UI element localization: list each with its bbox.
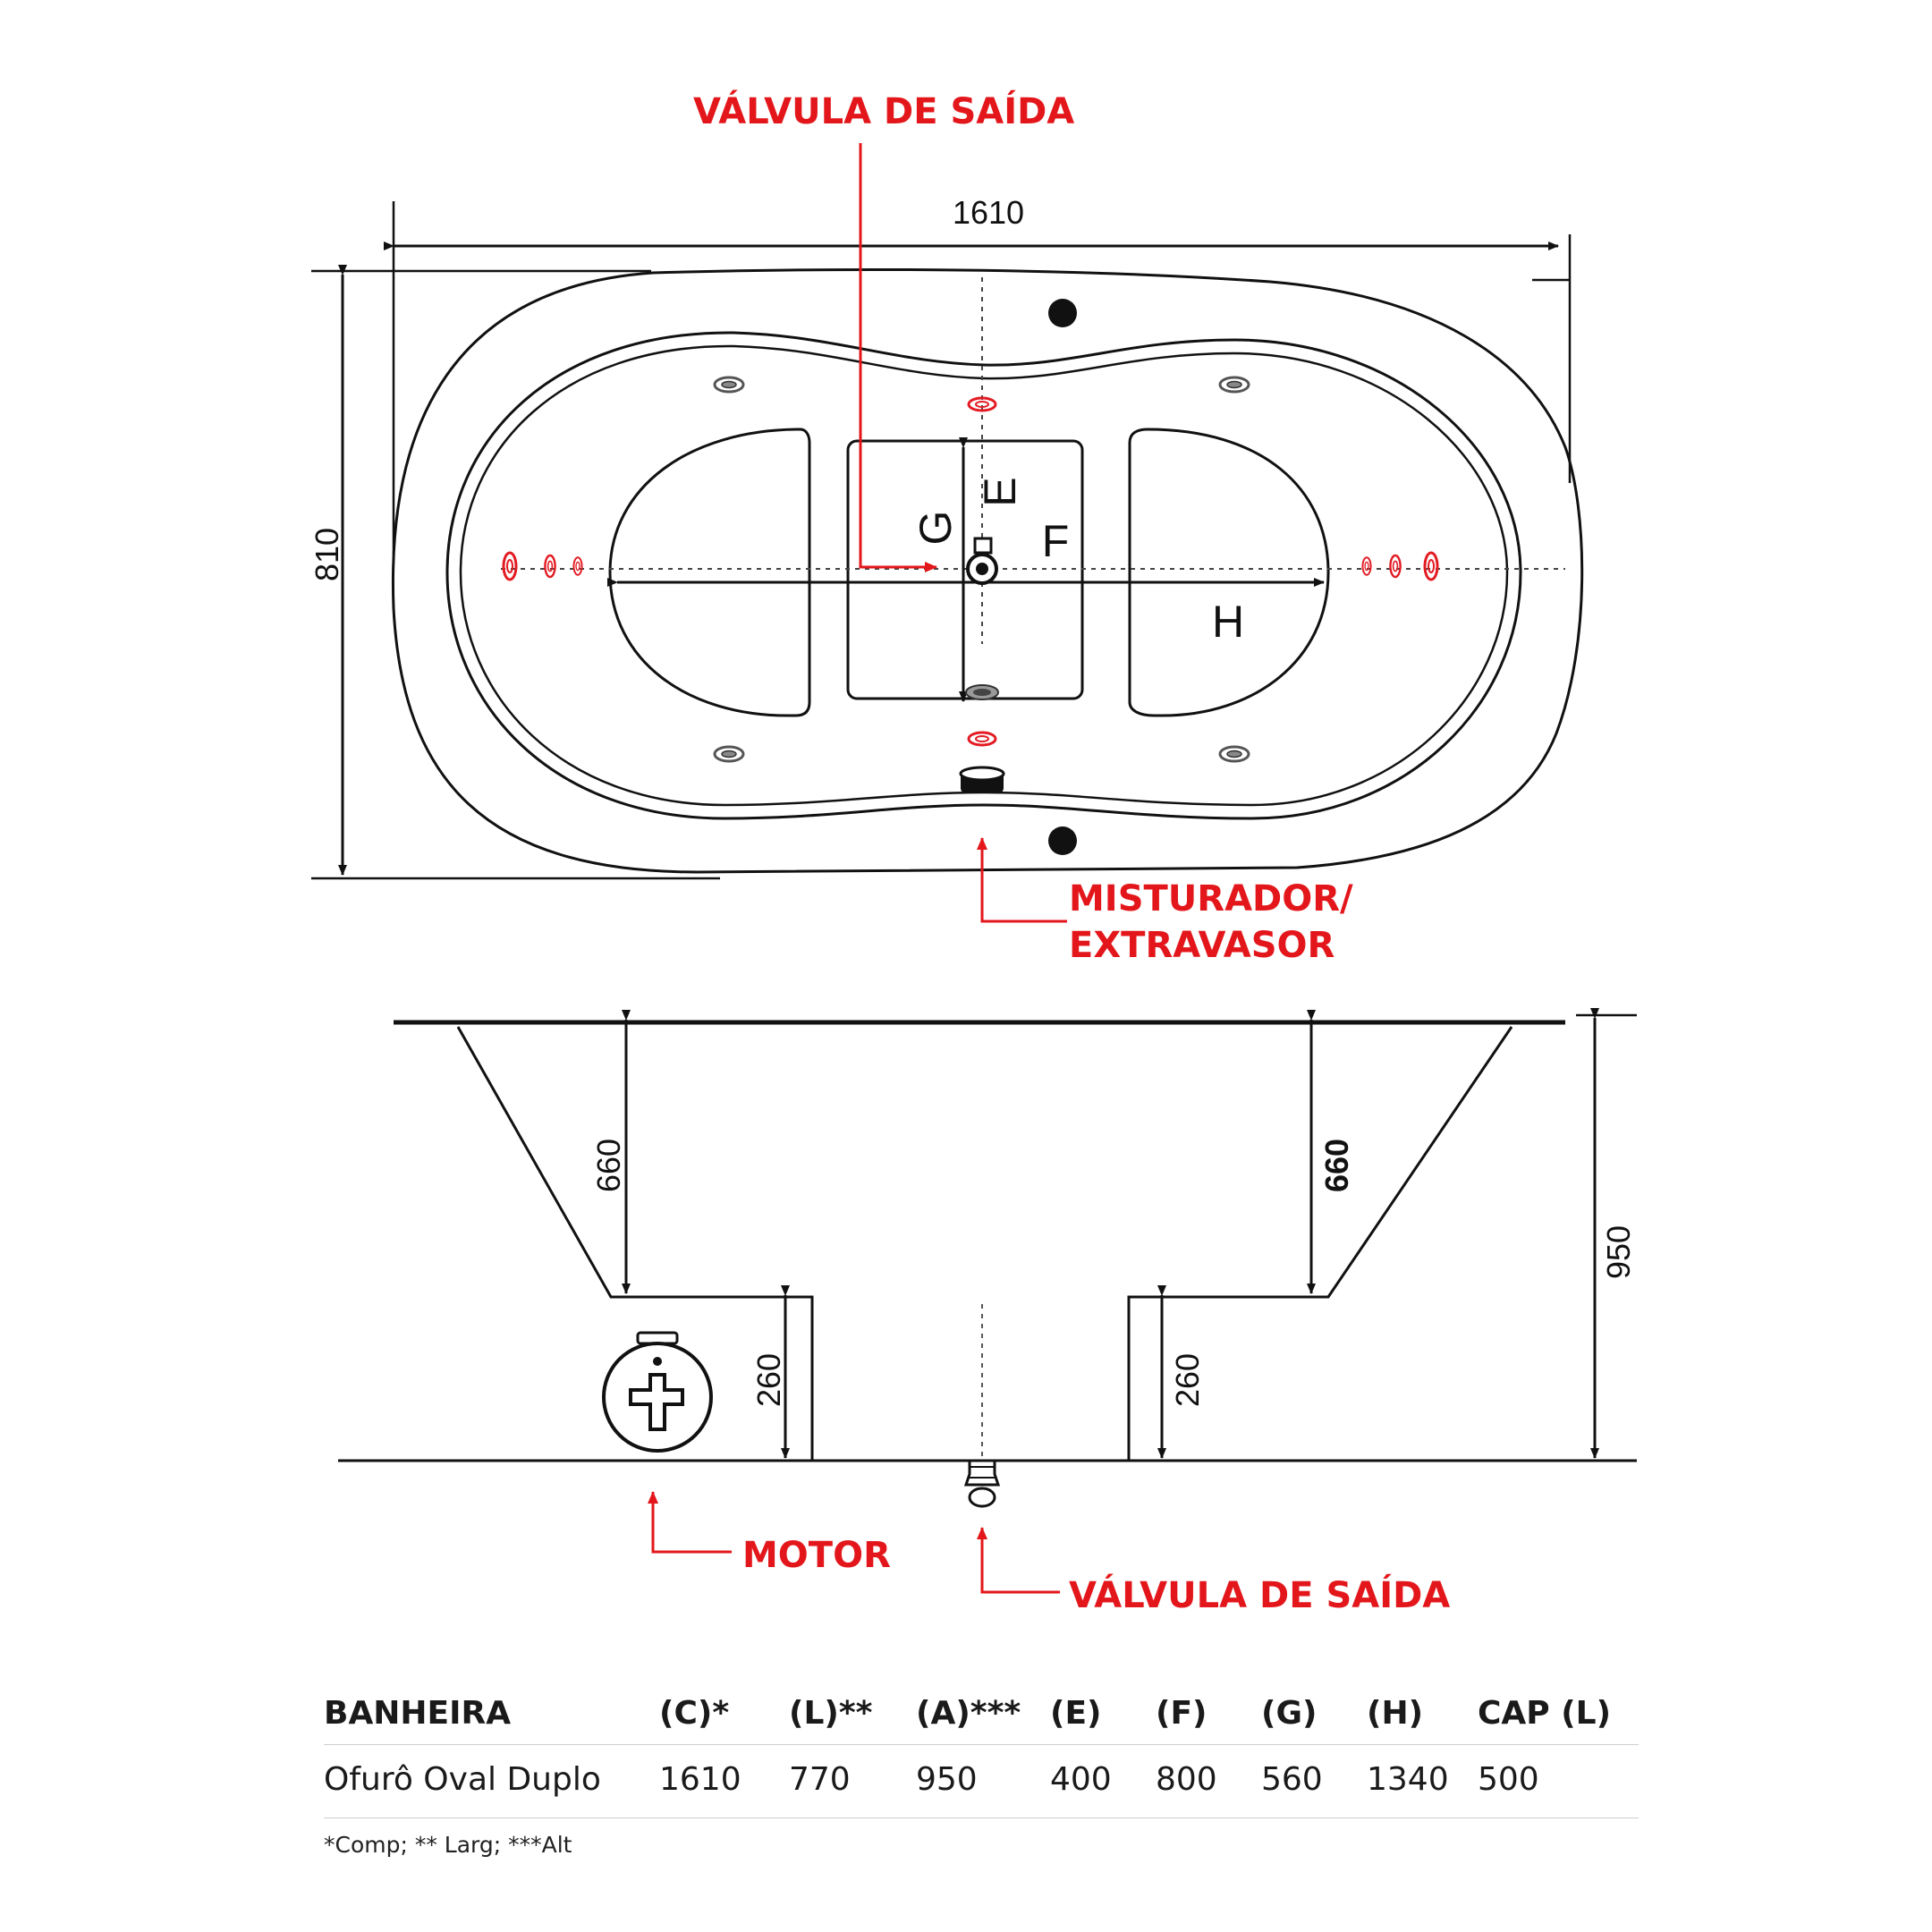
callout-motor: MOTOR bbox=[742, 1535, 891, 1576]
dim-height-value: 950 bbox=[1600, 1225, 1637, 1279]
label-h: H bbox=[1212, 597, 1244, 647]
suction-grid-icon bbox=[965, 684, 999, 700]
headrest-left bbox=[608, 428, 811, 717]
cell-model: Ofurô Oval Duplo bbox=[324, 1744, 659, 1818]
dim-width-value: 810 bbox=[309, 528, 345, 581]
col-banheira: BANHEIRA bbox=[324, 1695, 512, 1732]
knob-bottom bbox=[1048, 826, 1077, 855]
top-view: E F G H bbox=[309, 194, 1584, 880]
tub-outer-rim bbox=[391, 267, 1584, 874]
knob-top bbox=[1048, 299, 1077, 327]
cell-e: 400 bbox=[1050, 1744, 1156, 1818]
drain-valve-icon bbox=[966, 537, 998, 585]
col-g: (G) bbox=[1261, 1695, 1318, 1732]
callouts: VÁLVULA DE SAÍDA MISTURADOR/ EXTRAVASOR … bbox=[648, 89, 1450, 1616]
col-a: (A)*** bbox=[916, 1695, 1021, 1732]
dim-step-right-value: 260 bbox=[1169, 1353, 1206, 1407]
table-row: Ofurô Oval Duplo 1610 770 950 400 800 56… bbox=[324, 1744, 1639, 1818]
label-g: G bbox=[911, 511, 961, 546]
cell-g: 560 bbox=[1261, 1744, 1367, 1818]
label-f: F bbox=[1042, 516, 1070, 566]
spec-table: BANHEIRA (C)* (L)** (A)*** (E) (F) (G) (… bbox=[324, 1695, 1639, 1818]
dim-depth-left-value: 660 bbox=[590, 1139, 627, 1192]
callout-mixer-2: EXTRAVASOR bbox=[1069, 925, 1335, 966]
col-cap: CAP (L) bbox=[1478, 1695, 1612, 1732]
cell-l: 770 bbox=[789, 1744, 916, 1818]
label-e: E bbox=[975, 477, 1025, 506]
headrest-right bbox=[1128, 428, 1330, 717]
callout-outlet-top: VÁLVULA DE SAÍDA bbox=[693, 89, 1074, 132]
tub-inner-basin-lip bbox=[459, 344, 1509, 807]
motor-icon bbox=[602, 1331, 713, 1453]
col-c: (C)* bbox=[659, 1695, 730, 1732]
cell-c: 1610 bbox=[659, 1744, 789, 1818]
cell-f: 800 bbox=[1156, 1744, 1261, 1818]
dim-step-left-value: 260 bbox=[750, 1353, 787, 1407]
dim-depth-right-value: 660 bbox=[1318, 1139, 1355, 1192]
col-e: (E) bbox=[1050, 1695, 1102, 1732]
dim-length-value: 1610 bbox=[953, 194, 1024, 231]
drain-outlet-icon bbox=[963, 1459, 1001, 1508]
callout-outlet-bottom: VÁLVULA DE SAÍDA bbox=[1069, 1573, 1450, 1616]
table-header-row: BANHEIRA (C)* (L)** (A)*** (E) (F) (G) (… bbox=[324, 1695, 1639, 1745]
footnote: *Comp; ** Larg; ***Alt bbox=[324, 1832, 572, 1858]
tub-section bbox=[456, 1026, 814, 1461]
side-view: 660 660 260 260 950 bbox=[338, 1008, 1637, 1508]
cell-a: 950 bbox=[916, 1744, 1050, 1818]
callout-mixer-1: MISTURADOR/ bbox=[1069, 878, 1353, 919]
cell-h: 1340 bbox=[1367, 1744, 1478, 1818]
col-l: (L)** bbox=[789, 1695, 873, 1732]
cell-cap: 500 bbox=[1478, 1744, 1639, 1818]
tub-inner-basin-outline bbox=[445, 331, 1522, 820]
col-f: (F) bbox=[1156, 1695, 1208, 1732]
col-h: (H) bbox=[1367, 1695, 1424, 1732]
tap-icon bbox=[959, 766, 1005, 793]
